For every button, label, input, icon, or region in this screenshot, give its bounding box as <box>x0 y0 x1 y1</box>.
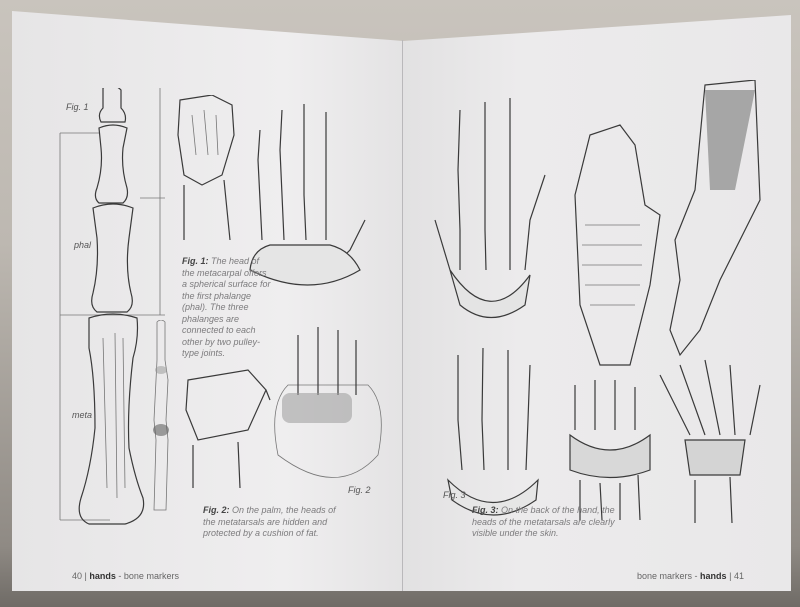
fig3-caption-prefix: Fig. 3: <box>472 505 499 515</box>
right-page-footer: bone markers - hands | 41 <box>637 571 744 581</box>
small-finger-sketch <box>148 320 174 520</box>
fig2-caption-text: On the palm, the heads of the metatarsal… <box>203 505 336 538</box>
right-footer-section: bone markers - <box>637 571 698 581</box>
wrist-back-sketch <box>560 375 660 525</box>
fig1-caption: Fig. 1: The head of the metacarpal offer… <box>182 256 274 360</box>
fig1-caption-prefix: Fig. 1: <box>182 256 209 266</box>
right-page-number: 41 <box>733 571 744 581</box>
fig2-label: Fig. 2 <box>348 485 371 495</box>
palm-skeleton-sketch <box>268 325 388 495</box>
fig2-caption: Fig. 2: On the palm, the heads of the me… <box>203 505 343 540</box>
side-hand-sketch <box>660 80 775 360</box>
hand-skeleton-fingers-sketch <box>430 90 560 330</box>
fig2-caption-prefix: Fig. 2: <box>203 505 230 515</box>
wrist-side-sketch <box>172 95 242 245</box>
left-footer-chapter: hands <box>89 571 116 581</box>
wrist-bones-sketch <box>178 360 273 490</box>
book-gutter <box>402 40 403 591</box>
left-page-number: 40 <box>72 571 83 581</box>
meta-label: meta <box>72 410 93 420</box>
fig1-label: Fig. 1 <box>66 102 89 112</box>
fig3-caption-text: On the back of the hand, the heads of th… <box>472 505 615 538</box>
finger-bone-sketch <box>55 88 175 528</box>
right-footer-separator: | <box>729 571 732 581</box>
left-footer-separator: | <box>84 571 87 581</box>
hand-skeleton-back-sketch <box>438 340 548 520</box>
fig1-caption-text: The head of the metacarpal offers a sphe… <box>182 256 271 358</box>
fig3-label: Fig. 3 <box>443 490 466 500</box>
phal-label: phal <box>74 240 92 250</box>
fig3-caption: Fig. 3: On the back of the hand, the hea… <box>472 505 617 540</box>
wrist-angled-sketch <box>650 355 775 525</box>
muscled-hand-sketch <box>560 115 670 370</box>
hand-skeleton-top-sketch <box>240 100 380 305</box>
left-page <box>12 11 403 591</box>
left-footer-section: - bone markers <box>118 571 179 581</box>
left-page-footer: 40 | hands - bone markers <box>72 571 179 581</box>
right-footer-chapter: hands <box>700 571 727 581</box>
